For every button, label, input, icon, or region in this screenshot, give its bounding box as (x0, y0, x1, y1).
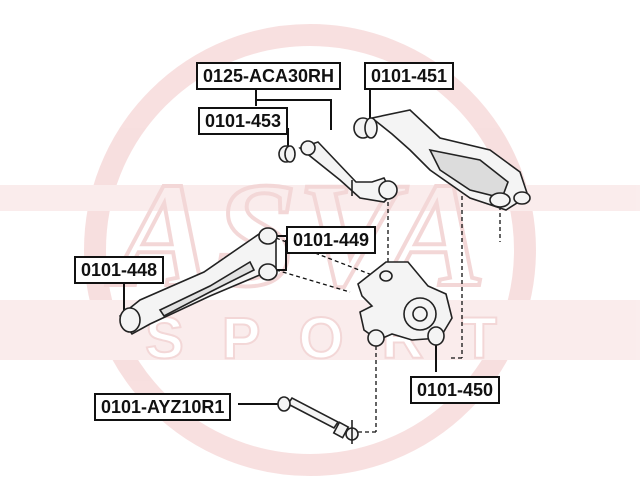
label-0101-453[interactable]: 0101-453 (198, 107, 289, 135)
watermark-band-2 (0, 300, 640, 360)
label-0101-450[interactable]: 0101-450 (410, 376, 501, 404)
bushing-451 (353, 117, 378, 139)
knuckle (357, 261, 453, 347)
watermark-circle (84, 24, 536, 476)
label-0125-aca30rh[interactable]: 0125-ACA30RH (196, 62, 342, 90)
label-0101-ayz10r1[interactable]: 0101-AYZ10R1 (94, 393, 232, 421)
label-0101-448[interactable]: 0101-448 (74, 256, 165, 284)
label-0101-451[interactable]: 0101-451 (364, 62, 455, 90)
bushing-453 (278, 145, 296, 163)
watermark-band (0, 185, 640, 211)
dashed-lines (275, 196, 501, 433)
upper-control-arm (370, 109, 531, 211)
lower-control-arm (118, 227, 278, 336)
label-0101-449[interactable]: 0101-449 (286, 226, 377, 254)
watermark-sub: SPORT (145, 306, 535, 371)
leader-aca30rh (255, 86, 332, 130)
stabilizer-link (277, 396, 359, 444)
toe-link-aca30rh (298, 140, 398, 203)
